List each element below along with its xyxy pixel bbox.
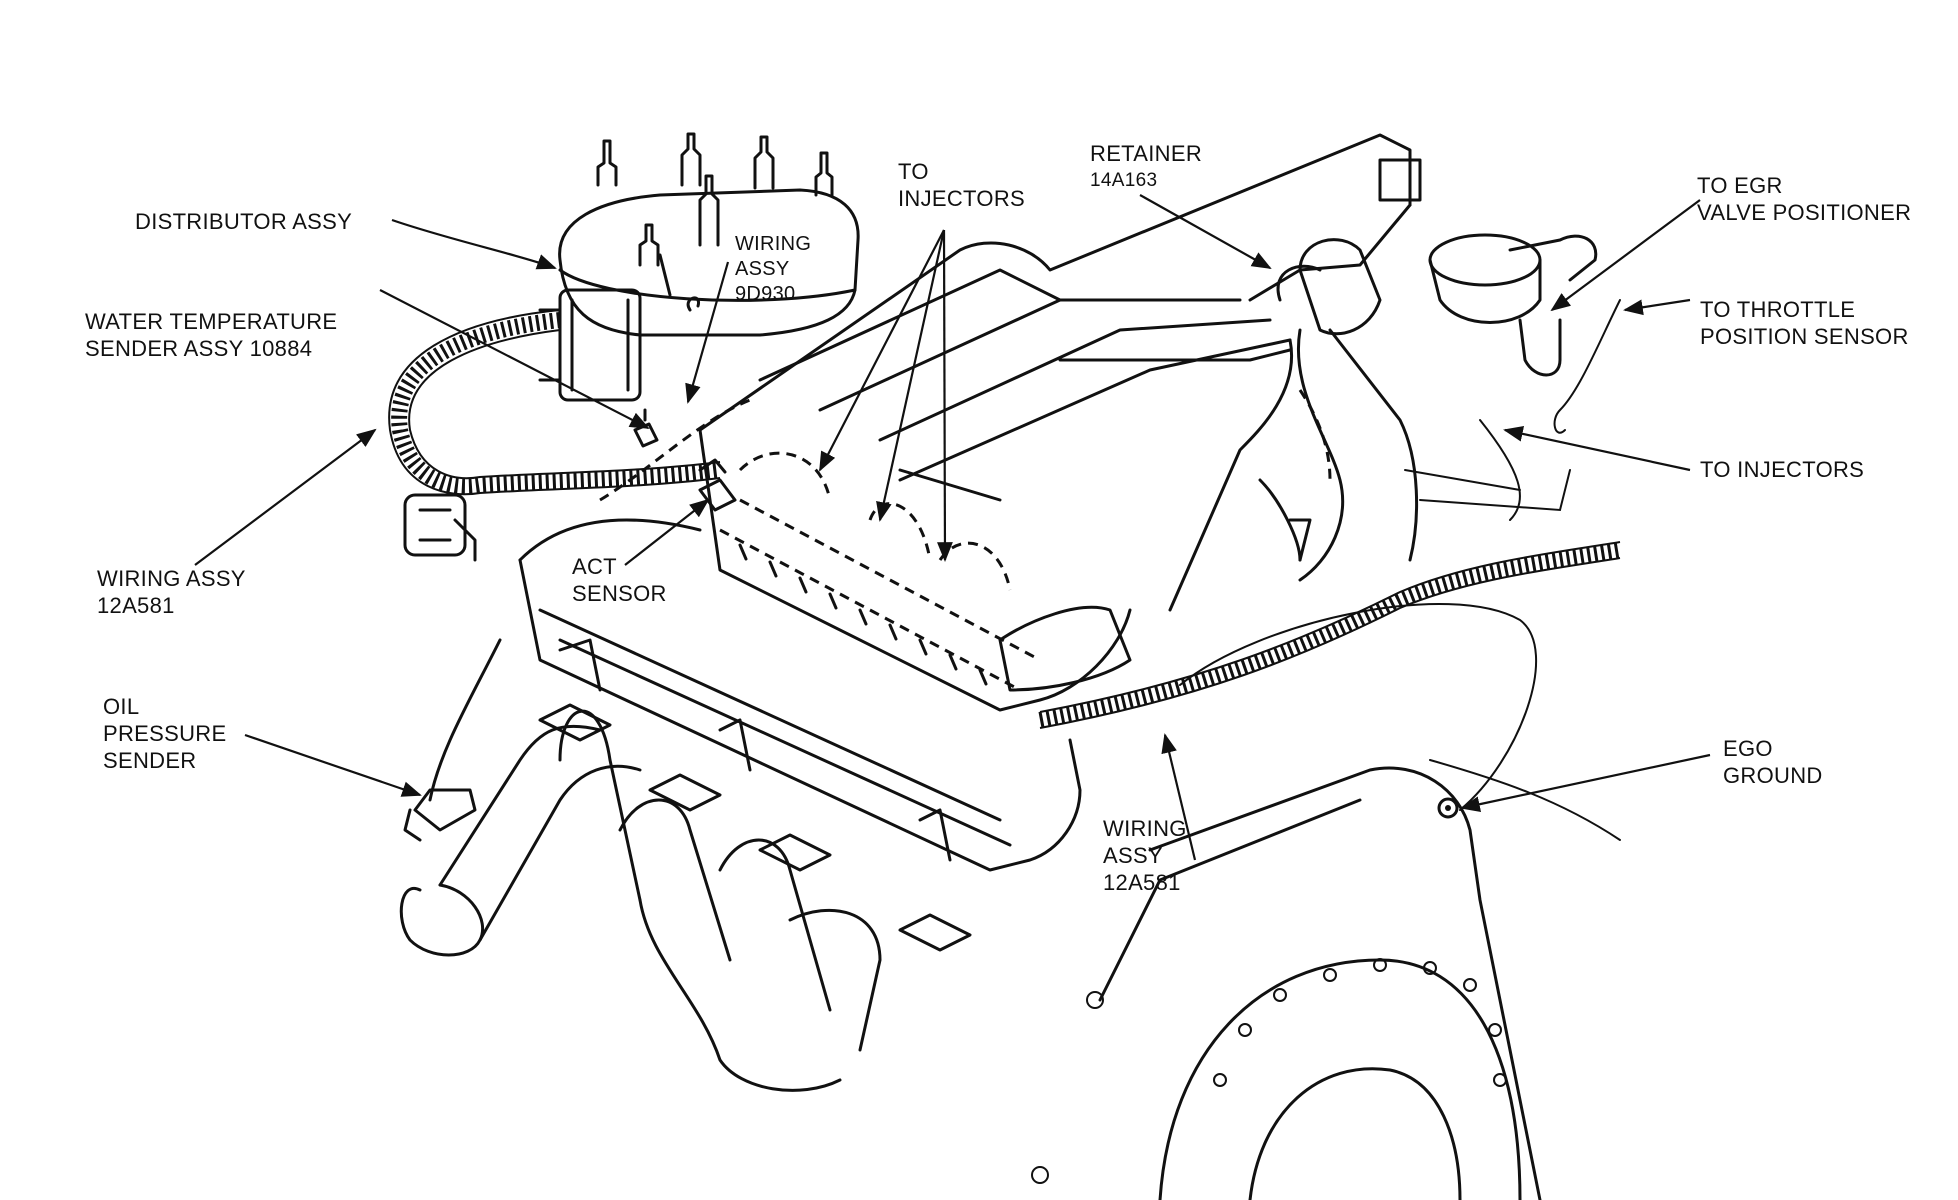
injector-ticks bbox=[738, 543, 988, 686]
label-wiring-assy-12a581-left: WIRING ASSY 12A581 bbox=[97, 566, 246, 618]
injector-ports bbox=[599, 389, 1332, 692]
label-act-sensor: ACT SENSOR bbox=[572, 554, 667, 606]
ego-ground-bolt bbox=[1437, 797, 1459, 819]
label-wiring-assy-12a581-bottom: WIRING ASSY 12A581 bbox=[1103, 816, 1187, 895]
flywheel-bolt-holes bbox=[1213, 958, 1507, 1087]
wiring-harness-left bbox=[388, 309, 721, 562]
distributor-terminals bbox=[596, 132, 834, 312]
oil-pressure-sender-part bbox=[403, 788, 477, 842]
label-to-throttle-position-sensor: TO THROTTLE POSITION SENSOR bbox=[1700, 297, 1909, 349]
label-to-egr-valve-positioner: TO EGR VALVE POSITIONER bbox=[1697, 173, 1912, 225]
flywheel bbox=[1031, 766, 1542, 1200]
label-oil-pressure-sender: OIL PRESSURE SENDER bbox=[103, 694, 227, 773]
label-to-injectors-top: TO INJECTORS bbox=[898, 159, 1025, 211]
intake-manifold bbox=[698, 133, 1412, 712]
label-wiring-assy-9d930: WIRING ASSY 9D930 bbox=[735, 233, 812, 305]
harness-connector bbox=[538, 288, 642, 402]
label-retainer: RETAINER 14A163 bbox=[1090, 141, 1203, 191]
distributor-cap bbox=[558, 132, 860, 337]
leader-lines bbox=[194, 194, 1711, 861]
throttle-sensor-lead bbox=[1419, 299, 1621, 521]
valve-cover bbox=[428, 518, 1082, 872]
label-ego-ground: EGO GROUND bbox=[1723, 736, 1823, 788]
exhaust-manifold bbox=[399, 703, 972, 1092]
throttle-body bbox=[1276, 238, 1419, 582]
egr-valve bbox=[1378, 158, 1598, 377]
label-distributor-assy: DISTRIBUTOR ASSY bbox=[135, 209, 353, 234]
act-sensor-part bbox=[698, 458, 737, 512]
wiring-harness-right bbox=[1038, 469, 1622, 841]
label-to-injectors-right: TO INJECTORS bbox=[1700, 457, 1865, 482]
label-water-temperature-sender: WATER TEMPERATURE SENDER ASSY 10884 bbox=[85, 309, 338, 361]
